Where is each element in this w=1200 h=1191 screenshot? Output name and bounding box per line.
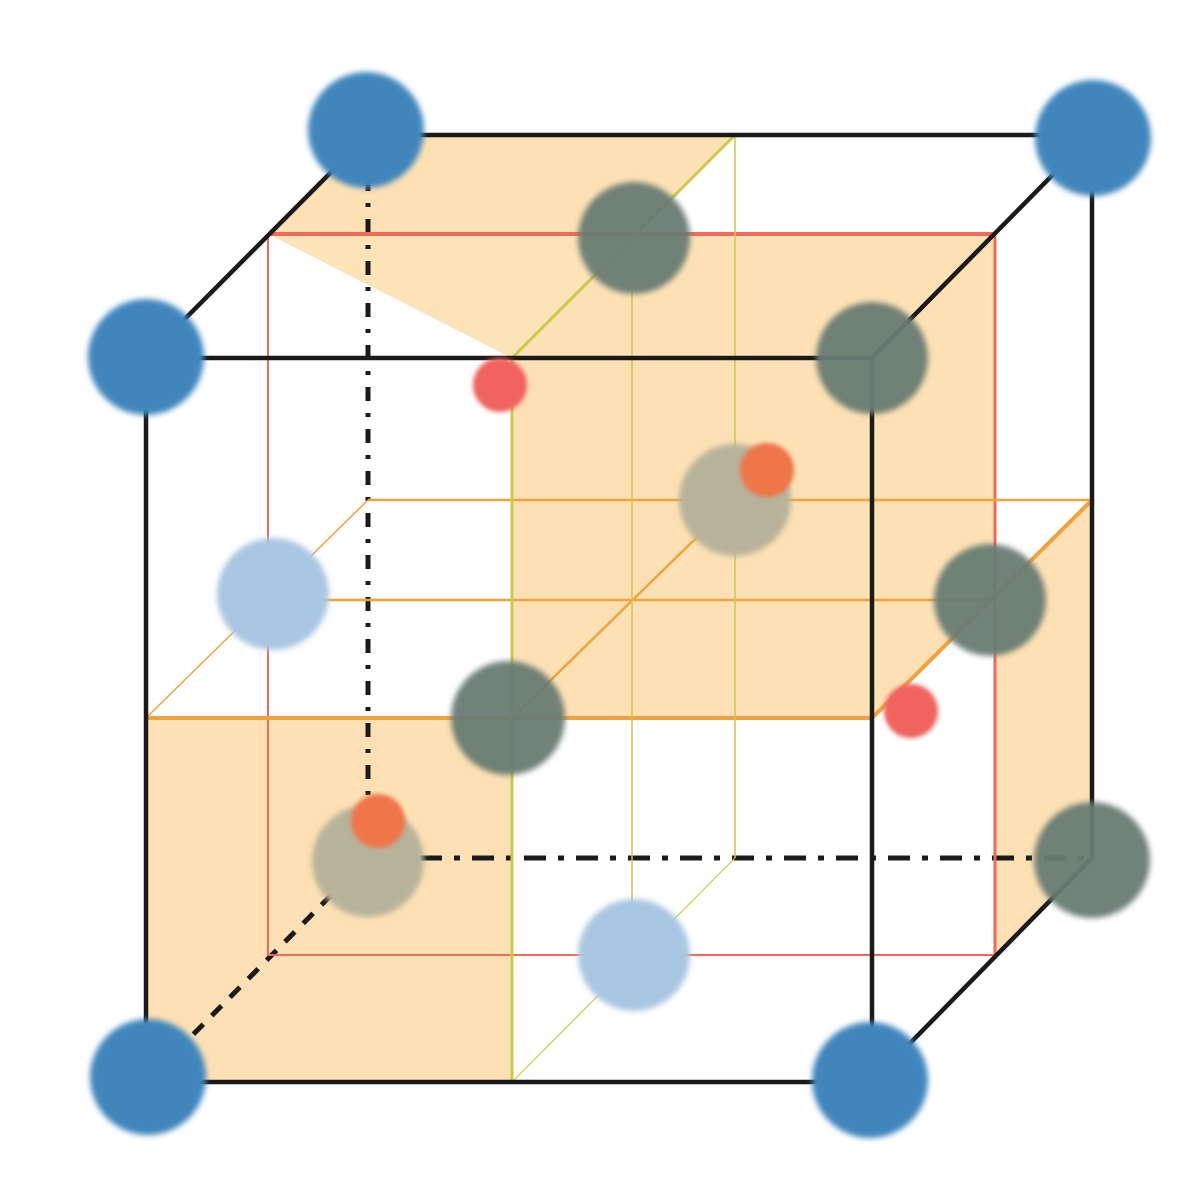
large-atom-corner	[88, 299, 204, 415]
small-atom-interstitial	[740, 443, 794, 497]
large-atom-corner	[816, 302, 928, 414]
small-atom-interstitial	[473, 358, 527, 412]
large-atom-face	[451, 661, 565, 775]
small-atom-interstitial	[884, 684, 938, 738]
small-atoms	[351, 358, 938, 848]
large-atom-corner	[308, 72, 424, 188]
large-atom-corner	[90, 1019, 206, 1135]
large-atom-face	[578, 182, 690, 294]
large-atoms	[88, 72, 1151, 1138]
large-atom-face	[934, 544, 1046, 656]
large-atom-corner	[1035, 80, 1151, 196]
large-atom-face	[578, 899, 690, 1011]
large-atom-corner	[1034, 802, 1150, 918]
large-atom-corner	[812, 1022, 928, 1138]
large-atom-face	[217, 538, 329, 650]
small-atom-interstitial	[351, 794, 405, 848]
